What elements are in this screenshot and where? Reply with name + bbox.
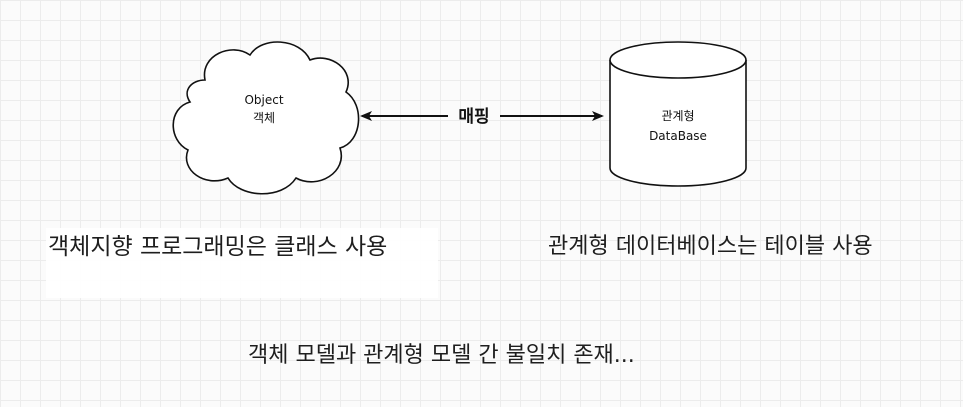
caption-mismatch: 객체 모델과 관계형 모델 간 불일치 존재... (248, 343, 635, 368)
caption-relational-db: 관계형 데이터베이스는 테이블 사용 (548, 234, 873, 259)
database-label-line1: 관계형 (661, 109, 694, 123)
mapping-label: 매핑 (458, 107, 489, 127)
cloud-label-line2: 객체 (253, 111, 275, 125)
database-label-line2: DataBase (649, 129, 707, 143)
caption-object-oriented: 객체지향 프로그래밍은 클래스 사용 (46, 228, 438, 298)
database-cylinder (609, 41, 747, 187)
object-cloud-shape (172, 41, 360, 195)
cloud-label-line1: Object (244, 93, 283, 107)
